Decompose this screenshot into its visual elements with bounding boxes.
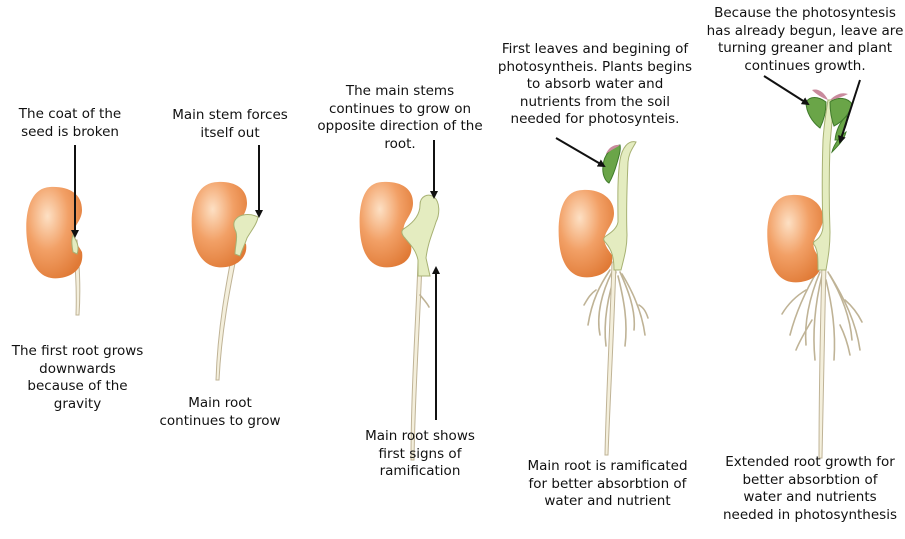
root-branch [617, 275, 627, 347]
arrow-leaf-left [763, 75, 810, 106]
root [215, 237, 241, 381]
leaf-tip [830, 93, 848, 100]
sprout [71, 233, 79, 255]
root-hair [419, 294, 430, 308]
leaf-tip [812, 89, 828, 100]
stem [603, 141, 637, 271]
seed [767, 194, 823, 283]
root-branch [795, 319, 813, 351]
seed [26, 186, 83, 279]
root-branch [621, 273, 646, 336]
root-branch [844, 299, 863, 323]
arrow-first-leaves [555, 137, 606, 168]
root-branch [804, 271, 821, 346]
seed [558, 189, 614, 278]
root-branch [597, 271, 613, 336]
root-branch [619, 271, 636, 331]
root-branch [587, 269, 611, 326]
leaf-left [805, 97, 827, 129]
leaf-tip [606, 144, 620, 154]
arrow-leaf-right [838, 79, 861, 144]
stage-5-seedling [767, 89, 863, 459]
root-branch [583, 289, 597, 306]
pointer-arrows [71, 75, 861, 420]
stage-5-top-label: Because the photosyntesis has already be… [706, 5, 904, 74]
stage-3-bottom-label: Main root shows first signs of ramificat… [365, 428, 475, 479]
stage-4-top-label: First leaves and begining of photosynthe… [497, 41, 693, 127]
root [604, 261, 617, 456]
stem [401, 194, 440, 277]
root-branch [813, 274, 823, 361]
root-branch [839, 324, 851, 356]
stage-4-bottom-label: Main root is ramificated for better abso… [527, 458, 688, 509]
stage-4-seedling [558, 141, 649, 456]
seed [359, 181, 413, 268]
seed [191, 181, 247, 268]
stem [813, 99, 835, 271]
root-branch [825, 279, 836, 361]
root-branch [781, 289, 807, 315]
stage-2-top-label: Main stem forces itself out [172, 107, 288, 141]
root-branch [829, 274, 861, 351]
root [410, 261, 423, 461]
stage-3-top-label: The main stems continues to grow on oppo… [317, 83, 483, 152]
lateral-roots [781, 269, 863, 361]
leaf [602, 144, 621, 184]
root-branch [638, 304, 649, 319]
stage-2-bottom-label: Main root continues to grow [159, 395, 281, 429]
lateral-roots [583, 269, 649, 347]
stage-1-bottom-label: The first root grows downwards because o… [11, 343, 144, 412]
root [818, 261, 827, 459]
stage-5-bottom-label: Extended root growth for better absorbti… [723, 454, 897, 523]
stage-1-seedling [26, 186, 83, 316]
stage-2-seedling [191, 181, 259, 381]
stage-3-seedling [359, 181, 440, 461]
stage-1-top-label: The coat of the seed is broken [18, 106, 122, 140]
